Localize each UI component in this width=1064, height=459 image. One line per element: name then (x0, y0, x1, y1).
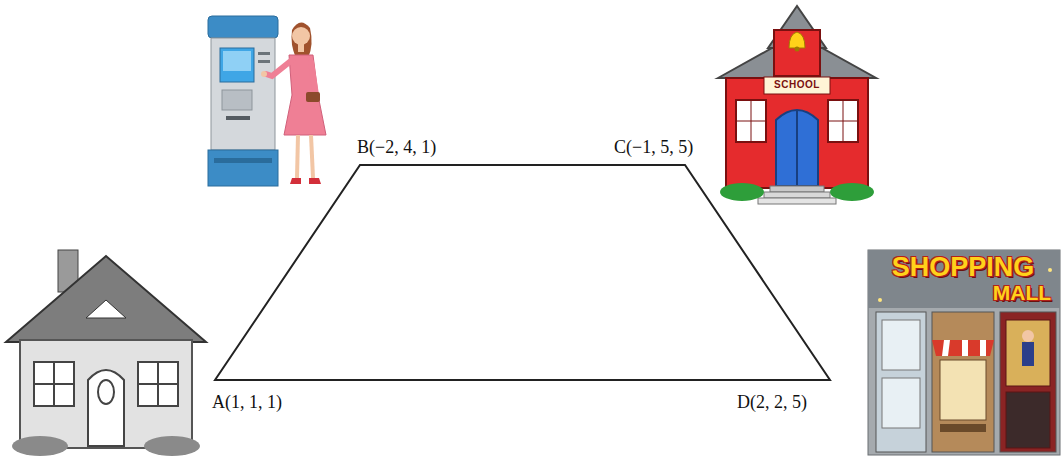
point-label: B(−2, 4, 1) (357, 137, 436, 158)
shopping-mall (932, 312, 994, 452)
shopping-mall (882, 378, 920, 428)
woman-figure (298, 44, 304, 52)
woman-figure (261, 22, 326, 184)
woman-figure (306, 92, 320, 102)
mall-sign: SHOPPING (892, 252, 1035, 283)
house-building (6, 250, 206, 456)
atm-machine (258, 60, 270, 63)
school-building (796, 110, 798, 186)
atm-machine (222, 90, 252, 110)
point-label: D(2, 2, 5) (737, 392, 807, 413)
woman-figure (292, 27, 310, 45)
shopping-mall (868, 250, 1060, 455)
mall-sign: MALL (993, 281, 1051, 305)
route-quadrilateral (215, 165, 830, 380)
school-building (795, 47, 800, 52)
house-building (138, 383, 178, 385)
school-building (758, 198, 836, 204)
school-building (774, 30, 820, 76)
shopping-mall (1022, 342, 1034, 366)
route-quadrilateral (215, 165, 830, 380)
woman-figure (311, 135, 313, 178)
school-building (720, 183, 764, 201)
shopping-mall (1006, 392, 1050, 448)
shopping-mall (940, 360, 986, 420)
shopping-mall (1022, 330, 1034, 342)
woman-figure (284, 55, 326, 135)
atm-machine (208, 16, 278, 186)
point-label: A(1, 1, 1) (212, 392, 282, 413)
point-label: C(−1, 5, 5) (614, 137, 693, 158)
atm-machine (223, 51, 251, 71)
woman-figure (297, 135, 298, 178)
house-building (20, 340, 192, 448)
shopping-mall (932, 340, 994, 356)
school-building (770, 186, 824, 192)
shopping-mall (878, 298, 882, 302)
school-building (776, 110, 818, 186)
shopping-mall (868, 250, 1060, 308)
school-building (736, 100, 766, 142)
school-building (828, 100, 858, 142)
shopping-mall (1000, 312, 1056, 452)
woman-figure (292, 22, 312, 58)
house-building (88, 370, 124, 446)
house-building (144, 436, 200, 456)
atm-machine (214, 158, 272, 163)
atm-machine (220, 48, 254, 82)
woman-figure (309, 178, 321, 184)
house-building (12, 436, 68, 456)
woman-figure (311, 62, 316, 95)
school-building (830, 183, 874, 201)
school-building (736, 121, 766, 122)
house-building (138, 362, 178, 406)
shopping-mall (882, 320, 920, 370)
school-building (726, 78, 868, 188)
atm-machine (208, 16, 278, 38)
woman-figure (290, 178, 301, 184)
woman-figure (261, 71, 267, 77)
atm-machine (211, 38, 275, 150)
atm-machine (208, 150, 278, 186)
school-building (789, 32, 805, 48)
atm-machine (258, 52, 270, 55)
shopping-mall (1006, 320, 1050, 386)
house-building (6, 256, 206, 342)
house-building (98, 380, 114, 404)
woman-figure (266, 60, 292, 76)
atm-machine (226, 116, 250, 120)
shopping-mall (868, 250, 1060, 455)
school-building (828, 121, 858, 122)
shopping-mall (940, 424, 986, 432)
building-sign: SCHOOL (774, 79, 820, 91)
school-building (718, 6, 876, 204)
school-building (764, 192, 830, 198)
shopping-mall (1048, 268, 1052, 272)
house-building (34, 383, 74, 385)
house-building (34, 362, 74, 406)
house-building (86, 300, 126, 318)
shopping-mall (942, 340, 986, 356)
school-building (764, 77, 830, 94)
shopping-mall (876, 312, 926, 452)
